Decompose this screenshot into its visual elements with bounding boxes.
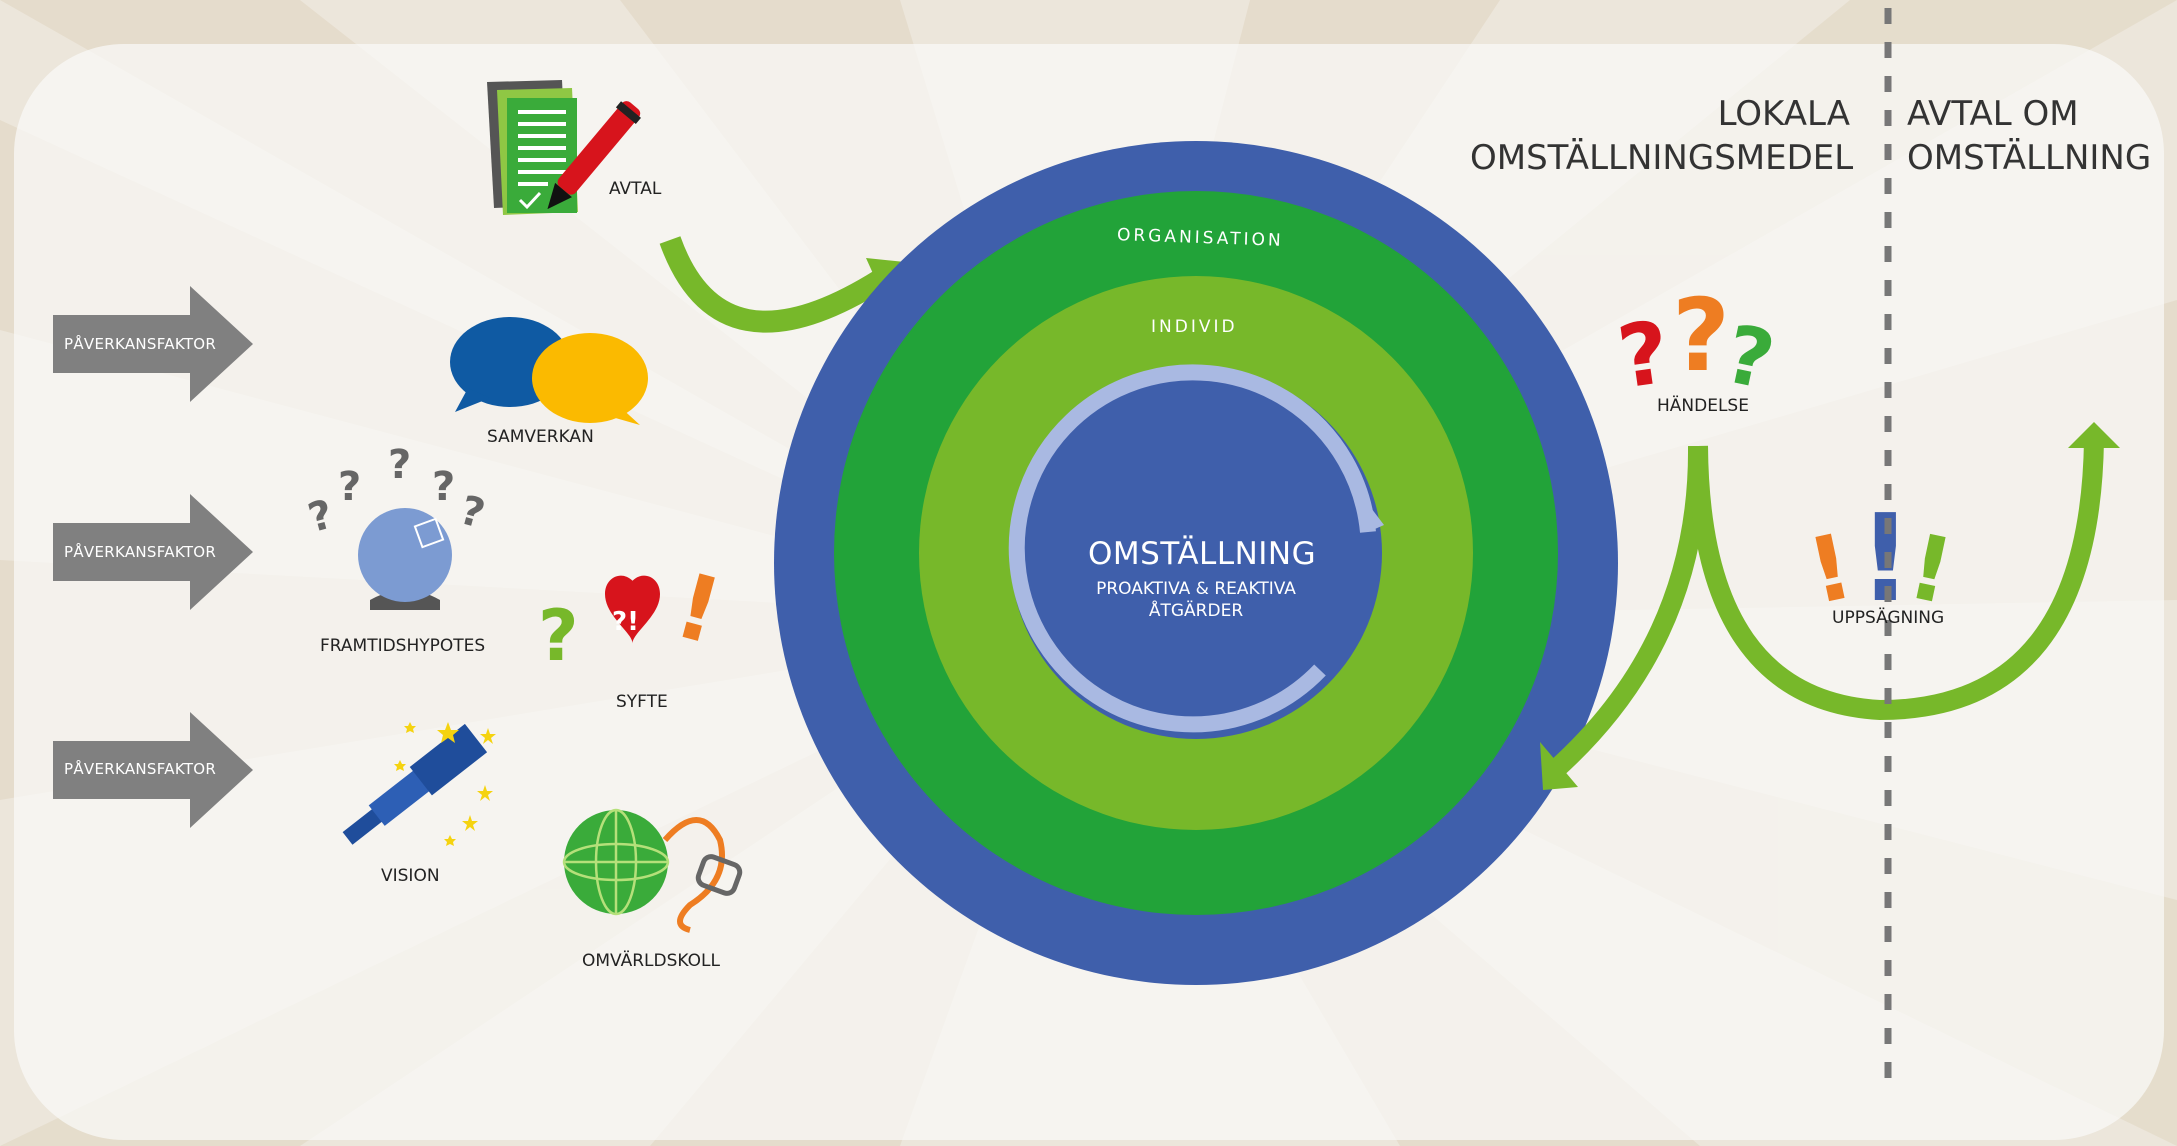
factor-arrow-2 [53,494,253,610]
label-vision: VISION [381,866,440,886]
heart-question-icon: ? ?! ! [538,553,731,677]
svg-text:?: ? [455,487,489,537]
arrowhead-left [1540,742,1578,790]
center-title: OMSTÄLLNING [1088,536,1317,572]
svg-text:?: ? [1672,277,1730,394]
factor-label-3: PÅVERKANSFAKTOR [64,760,217,778]
label-omvarldskoll: OMVÄRLDSKOLL [582,951,720,971]
svg-text:?: ? [304,491,338,541]
label-syfte: SYFTE [616,692,668,712]
center-subtitle-line2: ÅTGÄRDER [1148,601,1244,621]
factor-arrow-1 [53,286,253,402]
header-right-line1: AVTAL OM [1907,94,2079,134]
ring-label-individ: INDIVID [1151,317,1238,337]
globe-stethoscope-icon [562,808,743,933]
crystal-ball-icon: ? ? ? ? ? [304,442,489,610]
document-pen-icon [487,80,641,215]
header-left: LOKALA OMSTÄLLNINGSMEDEL [1470,92,1854,180]
telescope-icon [342,722,496,846]
svg-text:?: ? [1612,303,1675,409]
header-left-line1: LOKALA [1717,94,1850,134]
svg-text:?: ? [338,464,361,510]
label-samverkan: SAMVERKAN [487,427,594,447]
question-marks-icon: ? ? ? [1612,277,1782,409]
header-left-line2: OMSTÄLLNINGSMEDEL [1470,138,1854,178]
label-framtidshypotes: FRAMTIDSHYPOTES [320,636,486,656]
svg-text:!: ! [665,553,732,665]
factor-label-2: PÅVERKANSFAKTOR [64,543,217,561]
factor-label-1: PÅVERKANSFAKTOR [64,335,217,353]
omstallning-circle [774,141,1618,985]
svg-text:?: ? [432,464,455,510]
arrowhead-up [2068,422,2120,448]
header-right: AVTAL OM OMSTÄLLNING [1907,92,2151,180]
svg-text:?: ? [538,595,579,677]
center-subtitle-line1: PROAKTIVA & REAKTIVA [1096,579,1296,599]
svg-text:?!: ?! [612,607,639,637]
speech-bubbles-icon [450,317,648,425]
svg-text:?: ? [388,442,411,488]
header-right-line2: OMSTÄLLNING [1907,138,2152,178]
label-handelse: HÄNDELSE [1657,396,1749,416]
green-arrow-right [1548,439,2104,778]
center-subtitle: PROAKTIVA & REAKTIVA ÅTGÄRDER [1066,578,1326,622]
factor-arrow-3 [53,712,253,828]
label-avtal: AVTAL [609,179,662,199]
label-uppsagning: UPPSÄGNING [1832,608,1945,628]
